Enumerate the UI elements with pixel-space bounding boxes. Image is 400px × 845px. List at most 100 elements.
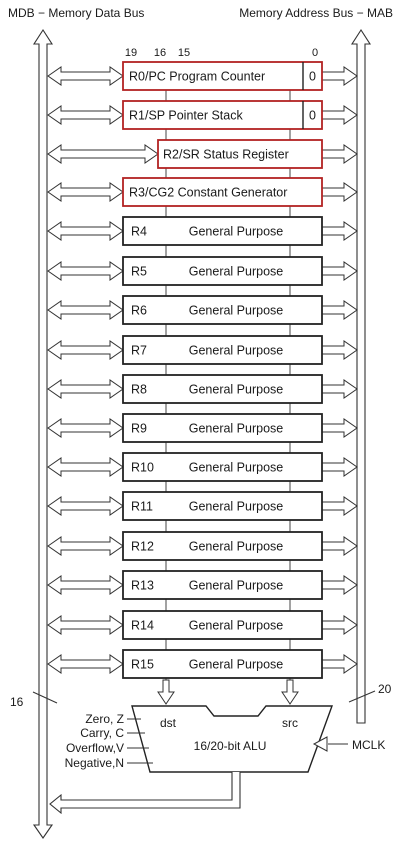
mab-arrow-r5 bbox=[321, 261, 358, 281]
register-id-r7: R7 bbox=[131, 344, 147, 358]
register-box-r0-pc bbox=[122, 61, 323, 91]
dst-input-arrow bbox=[157, 679, 175, 705]
register-box-r4 bbox=[122, 216, 323, 246]
alu-flag-1: Carry, C bbox=[80, 726, 124, 740]
register-box-r6 bbox=[122, 295, 323, 325]
mdb-arrow-r12 bbox=[47, 536, 124, 556]
register-label-r14: General Purpose bbox=[189, 619, 284, 633]
mdb-arrow-r10 bbox=[47, 457, 124, 477]
bit-19-label: 19 bbox=[125, 47, 137, 59]
register-box-r8 bbox=[122, 374, 323, 404]
register-box-r3-cg2 bbox=[122, 177, 323, 207]
register-label-r0-pc: R0/PC Program Counter bbox=[129, 70, 265, 84]
register-box-r2-sr bbox=[157, 139, 323, 169]
mab-arrow-r11 bbox=[321, 496, 358, 516]
register-box-r10 bbox=[122, 452, 323, 482]
register-id-r8: R8 bbox=[131, 383, 147, 397]
alu-block bbox=[131, 705, 333, 773]
bit-15-label: 15 bbox=[178, 47, 190, 59]
mclk-label: MCLK bbox=[352, 738, 385, 752]
mab-arrow-r14 bbox=[321, 615, 358, 635]
mab-arrow-r1-sp bbox=[321, 105, 358, 125]
mdb-arrow-r15 bbox=[47, 654, 124, 674]
mdb-bus-label: MDB − Memory Data Bus bbox=[8, 6, 144, 20]
register-box-r5 bbox=[122, 256, 323, 286]
mab-arrow-r15 bbox=[321, 654, 358, 674]
mab-arrow-r2-sr bbox=[321, 144, 358, 164]
mdb-arrow-r0-pc bbox=[47, 66, 124, 86]
register-label-r12: General Purpose bbox=[189, 540, 284, 554]
mab-arrow-r12 bbox=[321, 536, 358, 556]
register-box-r13 bbox=[122, 570, 323, 600]
mdb-width-slash bbox=[32, 691, 58, 704]
register-box-r11 bbox=[122, 491, 323, 521]
register-label-r9: General Purpose bbox=[189, 422, 284, 436]
register-id-r11: R11 bbox=[131, 500, 153, 514]
register-label-r2-sr: R2/SR Status Register bbox=[163, 148, 289, 162]
mdb-arrow-r3-cg2 bbox=[47, 182, 124, 202]
alu-src-label: src bbox=[282, 716, 298, 730]
register-zero-bit-r1-sp: 0 bbox=[309, 109, 316, 123]
register-label-r13: General Purpose bbox=[189, 579, 284, 593]
register-id-r4: R4 bbox=[131, 225, 147, 239]
alu-output-path bbox=[49, 772, 241, 815]
register-label-r5: General Purpose bbox=[189, 265, 284, 279]
mdb-arrow-r8 bbox=[47, 379, 124, 399]
alu-flag-2: Overflow,V bbox=[66, 741, 124, 755]
register-id-r10: R10 bbox=[131, 461, 154, 475]
mdb-arrow-r2-sr bbox=[47, 144, 159, 164]
register-id-r6: R6 bbox=[131, 304, 147, 318]
register-label-r3-cg2: R3/CG2 Constant Generator bbox=[129, 186, 287, 200]
mab-arrow-r13 bbox=[321, 575, 358, 595]
alu-flag-0: Zero, Z bbox=[85, 712, 124, 726]
mdb-register-arrows bbox=[47, 66, 159, 674]
register-box-r9 bbox=[122, 413, 323, 443]
mab-arrow-r0-pc bbox=[321, 66, 358, 86]
mdb-arrow-r6 bbox=[47, 300, 124, 320]
register-label-r1-sp: R1/SP Pointer Stack bbox=[129, 109, 243, 123]
mab-bus-label: Memory Address Bus − MAB bbox=[239, 6, 393, 20]
mdb-arrow-r4 bbox=[47, 221, 124, 241]
register-zero-bit-r0-pc: 0 bbox=[309, 70, 316, 84]
mab-arrow-r4 bbox=[321, 221, 358, 241]
bit-0-label: 0 bbox=[312, 47, 318, 59]
mab-arrow-r10 bbox=[321, 457, 358, 477]
mdb-arrow-r5 bbox=[47, 261, 124, 281]
register-label-r10: General Purpose bbox=[189, 461, 284, 475]
bit-16-label: 16 bbox=[154, 47, 166, 59]
mdb-width-label: 16 bbox=[10, 695, 24, 709]
register-label-r8: General Purpose bbox=[189, 383, 284, 397]
register-id-r14: R14 bbox=[131, 619, 154, 633]
mab-arrow-r3-cg2 bbox=[321, 182, 358, 202]
mab-arrow-r9 bbox=[321, 418, 358, 438]
mdb-arrow-r7 bbox=[47, 340, 124, 360]
register-id-r15: R15 bbox=[131, 658, 154, 672]
register-label-r7: General Purpose bbox=[189, 344, 284, 358]
register-label-r15: General Purpose bbox=[189, 658, 284, 672]
mab-width-slash bbox=[348, 690, 376, 703]
register-box-r7 bbox=[122, 335, 323, 365]
src-input-arrow bbox=[281, 679, 299, 705]
alu-title: 16/20-bit ALU bbox=[194, 739, 267, 753]
mab-arrow-r7 bbox=[321, 340, 358, 360]
register-id-r9: R9 bbox=[131, 422, 147, 436]
register-id-r13: R13 bbox=[131, 579, 154, 593]
register-box-r1-sp bbox=[122, 100, 323, 130]
mab-width-label: 20 bbox=[378, 682, 392, 696]
mab-arrow-r8 bbox=[321, 379, 358, 399]
alu-flag-3: Negative,N bbox=[65, 756, 124, 770]
register-box-r15 bbox=[122, 649, 323, 679]
mab-register-arrows bbox=[321, 66, 358, 674]
register-label-r6: General Purpose bbox=[189, 304, 284, 318]
register-box-r12 bbox=[122, 531, 323, 561]
mdb-arrow-r14 bbox=[47, 615, 124, 635]
mdb-arrow-r9 bbox=[47, 418, 124, 438]
mclk-arrowhead bbox=[312, 736, 328, 752]
register-id-r12: R12 bbox=[131, 540, 154, 554]
mdb-arrow-r11 bbox=[47, 496, 124, 516]
mdb-bus bbox=[32, 28, 54, 839]
mab-bus bbox=[350, 28, 372, 724]
